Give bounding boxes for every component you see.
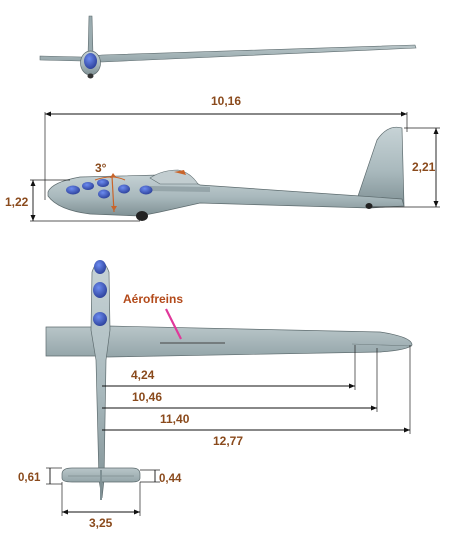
- side-view-window: [139, 185, 153, 195]
- angle-label: 3°: [95, 161, 107, 175]
- top-view-window: [93, 312, 107, 326]
- top-view-window: [93, 282, 107, 298]
- side-view-tail-wheel: [365, 203, 373, 209]
- front-view-canopy: [84, 53, 97, 69]
- tail-061-label: 0,61: [18, 472, 41, 484]
- side-view-fuselage: [47, 172, 405, 217]
- front-view: [39, 15, 417, 79]
- tail-325-label: 3,25: [89, 516, 113, 530]
- side-view-window: [98, 189, 110, 199]
- side-view-dimensions: [30, 111, 440, 222]
- side-view: [47, 126, 405, 221]
- side-view-window: [66, 185, 80, 195]
- height-label: 2,21: [412, 160, 436, 174]
- side-view-window: [118, 184, 130, 194]
- top-view-window: [94, 260, 106, 274]
- front-view-wheel: [87, 73, 94, 79]
- side-view-window: [82, 182, 94, 190]
- airbrakes-label: Aérofreins: [123, 292, 183, 306]
- dim-424-label: 4,24: [131, 368, 155, 382]
- angle-arc: [94, 176, 126, 181]
- side-view-wing-root: [150, 186, 210, 192]
- top-view-fin: [100, 470, 102, 500]
- angle-marker-arrow-bottom: [111, 206, 117, 211]
- dim-1277-label: 12,77: [213, 434, 243, 448]
- nose-height-label: 1,22: [5, 195, 29, 209]
- front-view-fin: [87, 15, 94, 57]
- tail-044-label: 0,44: [159, 473, 182, 485]
- side-view-window: [97, 179, 109, 187]
- top-view: [45, 260, 413, 500]
- dim-1140-label: 11,40: [160, 412, 190, 426]
- top-view-aileron-line: [351, 343, 413, 347]
- airbrakes-pointer: [165, 308, 182, 340]
- top-view-dimensions: [46, 345, 411, 516]
- dim-1046-label: 10,46: [132, 390, 162, 404]
- side-view-fin: [356, 126, 405, 208]
- top-view-wing: [45, 325, 413, 358]
- side-view-canopy: [149, 169, 199, 185]
- span-label: 10,16: [211, 94, 241, 108]
- side-view-antenna: [174, 170, 186, 175]
- side-view-main-wheel: [136, 211, 148, 221]
